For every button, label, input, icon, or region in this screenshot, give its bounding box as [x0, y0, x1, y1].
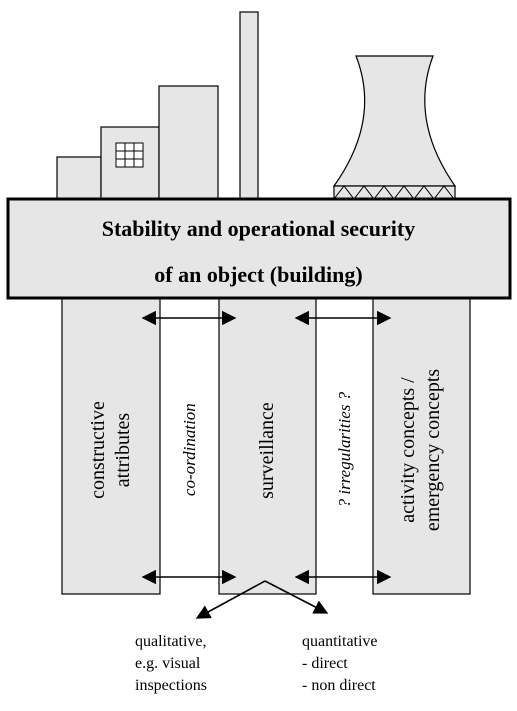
quantitative-arrow [264, 580, 329, 614]
qualitative-arrow [195, 580, 266, 619]
chimney [239, 11, 259, 200]
irregularities-label-box: ? irregularities ? [316, 330, 373, 570]
pillar-activity-label-box: activity concepts / emergency concepts [373, 330, 470, 570]
window-icon [115, 142, 144, 168]
pillar-constructive-label-box: constructive attributes [62, 330, 160, 570]
pillar-activity-label: activity concepts / emergency concepts [397, 368, 445, 532]
irregularities-label: ? irregularities ? [334, 392, 354, 508]
pillar-constructive-label: constructive attributes [87, 401, 134, 499]
coordination-label: co-ordination [179, 403, 199, 497]
pillar-surveillance [218, 297, 317, 595]
pillar-surveillance-label: surveillance [256, 401, 278, 499]
quantitative-caption: quantitative - direct - non direct [302, 633, 378, 694]
tall-building [158, 85, 219, 200]
qualitative-caption: qualitative, e.g. visual inspections [135, 633, 207, 694]
coordination-label-box: co-ordination [160, 330, 219, 570]
small-building [56, 156, 102, 200]
buildings-group [56, 11, 457, 200]
pillar-activity [372, 297, 471, 595]
banner-title-line2: of an object (building) [154, 262, 363, 287]
pillar-surveillance-label-box: surveillance [219, 330, 316, 570]
banner-title-line1: Stability and operational security [101, 216, 416, 241]
pillar-constructive [61, 297, 161, 595]
banner-box [6, 197, 512, 300]
cooling-tower [332, 55, 457, 187]
